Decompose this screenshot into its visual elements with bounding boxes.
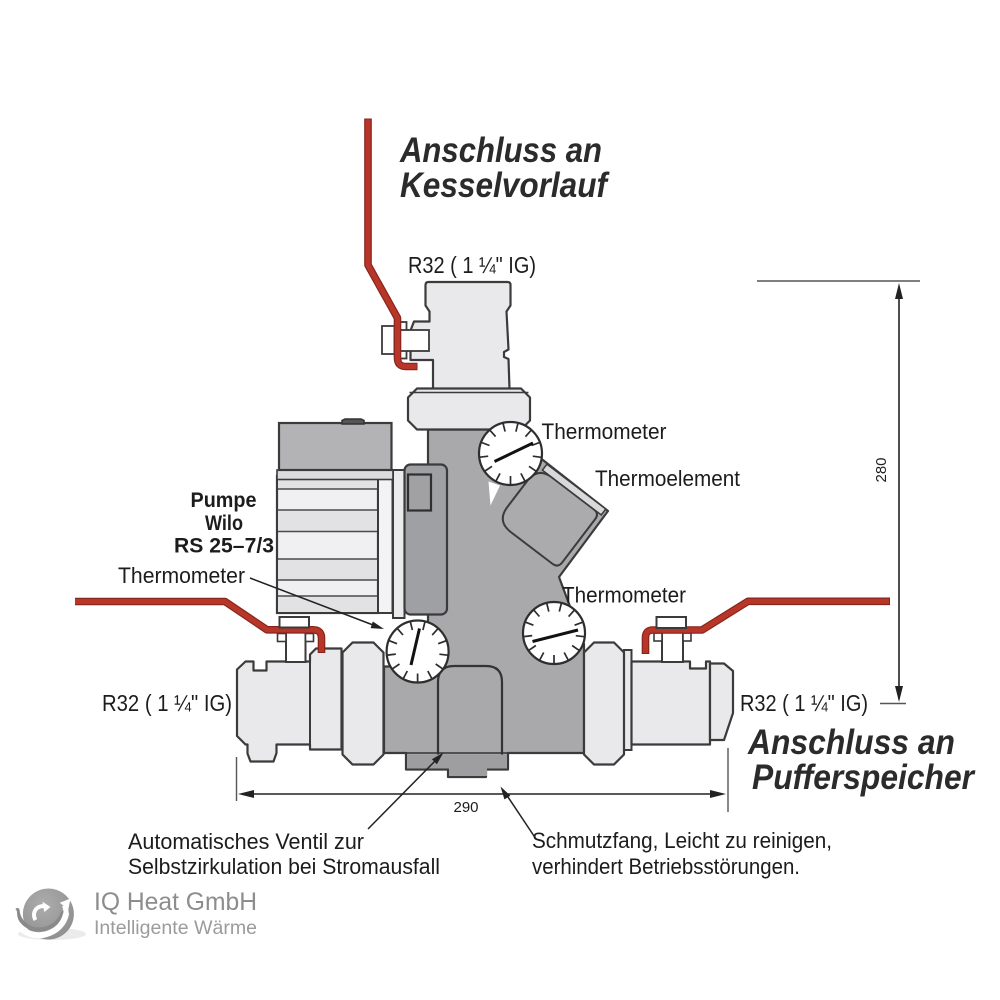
- svg-text:280: 280: [873, 457, 890, 482]
- svg-text:IQ Heat GmbH: IQ Heat GmbH: [94, 888, 257, 916]
- svg-text:290: 290: [453, 799, 478, 816]
- svg-text:RS 25–7/3: RS 25–7/3: [174, 535, 274, 558]
- svg-text:Pumpe: Pumpe: [191, 489, 257, 512]
- svg-text:Anschluss an: Anschluss an: [399, 131, 602, 170]
- svg-text:R32 ( 1 ¼" IG): R32 ( 1 ¼" IG): [408, 252, 536, 278]
- svg-text:Thermometer: Thermometer: [118, 563, 245, 588]
- svg-text:verhindert Betriebsstörungen.: verhindert Betriebsstörungen.: [532, 854, 800, 879]
- svg-text:Pufferspeicher: Pufferspeicher: [752, 758, 976, 797]
- svg-text:Thermometer: Thermometer: [542, 419, 667, 444]
- svg-text:Selbstzirkulation bei Stromaus: Selbstzirkulation bei Stromausfall: [128, 854, 440, 879]
- svg-text:R32 ( 1 ¼" IG): R32 ( 1 ¼" IG): [102, 690, 232, 716]
- svg-text:R32 ( 1 ¼" IG): R32 ( 1 ¼" IG): [740, 690, 868, 716]
- svg-text:Automatisches Ventil zur: Automatisches Ventil zur: [128, 829, 364, 854]
- svg-text:Kesselvorlauf: Kesselvorlauf: [400, 166, 610, 205]
- svg-text:Wilo: Wilo: [205, 512, 243, 535]
- svg-text:Anschluss an: Anschluss an: [747, 723, 955, 762]
- svg-text:Intelligente Wärme: Intelligente Wärme: [94, 917, 257, 939]
- svg-text:Thermoelement: Thermoelement: [595, 466, 740, 491]
- svg-text:Schmutzfang, Leicht zu reinige: Schmutzfang, Leicht zu reinigen,: [532, 828, 832, 853]
- svg-text:Thermometer: Thermometer: [562, 583, 686, 608]
